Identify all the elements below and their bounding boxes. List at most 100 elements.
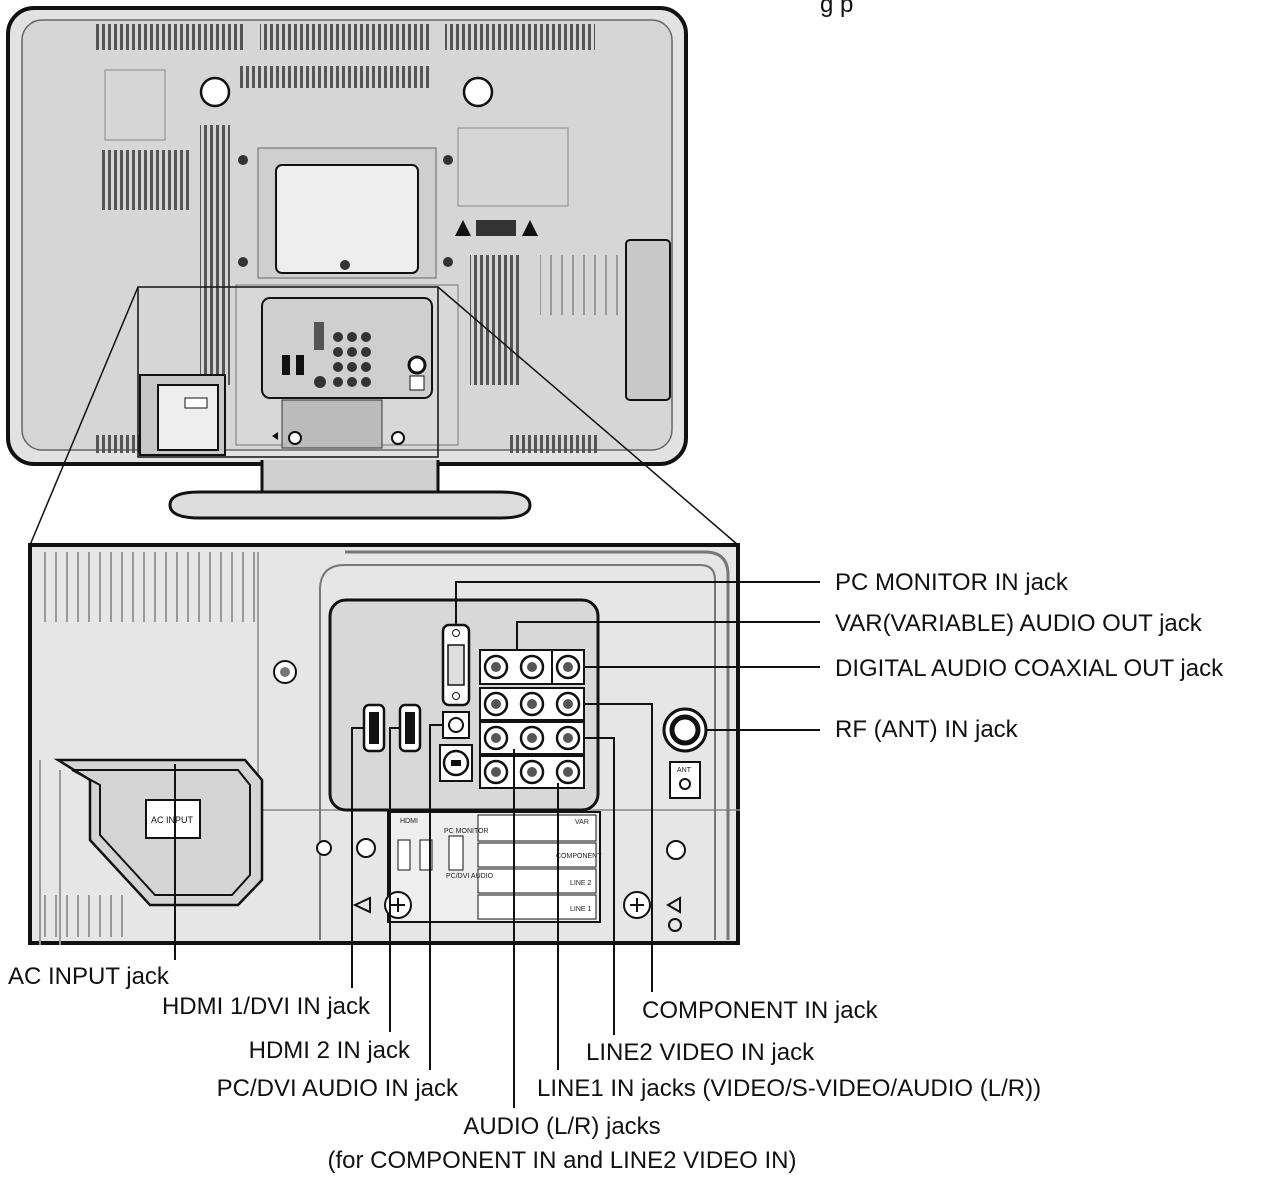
zoom-source-box — [137, 286, 439, 458]
recess-outline-inner — [319, 564, 716, 940]
header-partial-text: g p — [820, 0, 853, 18]
bottom-ring — [668, 918, 682, 932]
warning-text-block — [476, 220, 516, 236]
screw — [443, 155, 453, 165]
zoom-indicator — [29, 286, 739, 546]
hdmi-plate-label: HDMI — [400, 818, 418, 825]
screw — [443, 257, 453, 267]
top-vent-right — [445, 24, 595, 50]
small-ant-box — [409, 375, 425, 391]
label-line1-in: LINE1 IN jacks (VIDEO/S-VIDEO/AUDIO (L/R… — [537, 1075, 1041, 1102]
upper-vent-center — [240, 66, 430, 88]
ac-input-plate-label: AC INPUT — [151, 815, 194, 825]
label-row — [477, 868, 597, 894]
leader-pc-monitor-in — [455, 581, 820, 625]
top-vent-center — [260, 24, 430, 50]
leader-component-in — [584, 703, 653, 992]
stand-neck — [260, 460, 440, 494]
zoom-vent-top — [40, 552, 260, 622]
cover-screw — [340, 260, 350, 270]
screw-cross-icon — [630, 898, 644, 912]
zoomed-panel: ANT HDMI PC MONITOR PC/DVI AUDIO VAR COM… — [28, 543, 740, 945]
line2-plate-label: LINE 2 — [570, 880, 592, 887]
panel-screw — [666, 840, 686, 860]
plate-right — [457, 127, 569, 207]
side-vent-left-tall — [200, 125, 230, 385]
center-cover — [275, 164, 419, 274]
screw — [288, 431, 302, 445]
panel-screw-center — [280, 667, 290, 677]
label-row — [477, 814, 597, 842]
vga-screw — [452, 629, 460, 637]
screw — [238, 257, 248, 267]
pc-dvi-audio-jack — [448, 717, 464, 733]
panel-screw — [316, 840, 332, 856]
line1-plate-label: LINE 1 — [570, 906, 592, 913]
left-arrow-icon — [352, 896, 371, 914]
mount-hole-right — [462, 76, 494, 108]
leader-var-audio-out — [516, 621, 820, 650]
plate-left — [104, 69, 166, 141]
small-rf-jack — [407, 355, 427, 375]
warning-triangle-icon — [455, 220, 471, 236]
zoom-vent-bottom — [40, 895, 130, 937]
plate-hdmi-icon — [397, 839, 411, 871]
ac-area-lines — [39, 760, 61, 945]
small-rca-grid — [314, 332, 371, 388]
side-vent-right-light — [540, 255, 630, 315]
small-hdmi-port — [296, 355, 304, 375]
ac-input-plate — [145, 799, 201, 839]
tv-rear-view — [6, 6, 688, 520]
label-rf-ant-in: RF (ANT) IN jack — [835, 716, 1019, 743]
stand-base — [168, 490, 532, 520]
pc-monitor-plate-label: PC MONITOR — [444, 828, 489, 835]
screw-cross-icon — [391, 898, 405, 912]
vga-connector — [447, 644, 465, 686]
hdmi1-socket — [369, 712, 379, 744]
leader-line2-video-in — [584, 737, 615, 1035]
label-row — [477, 894, 597, 920]
label-audio-lr-note: (for COMPONENT IN and LINE2 VIDEO IN) — [328, 1147, 797, 1174]
zoom-line-left — [29, 286, 139, 546]
warning-triangle-icon — [522, 220, 538, 236]
right-arrow-icon — [666, 896, 681, 914]
label-component-in: COMPONENT IN jack — [642, 997, 879, 1024]
ant-box-jack — [679, 778, 691, 790]
screw — [238, 155, 248, 165]
bottom-vent-right — [510, 435, 600, 453]
label-row — [477, 842, 597, 868]
side-bracket — [625, 239, 671, 401]
rca-jack-centers — [491, 662, 573, 777]
small-ac-plug — [157, 384, 219, 451]
side-vent-right — [470, 255, 520, 385]
label-pc-dvi-audio-in: PC/DVI AUDIO IN jack — [217, 1075, 459, 1102]
pc-dvi-audio-plate-label: PC/DVI AUDIO — [446, 873, 494, 880]
label-audio-lr: AUDIO (L/R) jacks — [463, 1113, 660, 1140]
leader-hdmi2-in — [389, 727, 400, 1032]
screw — [391, 431, 405, 445]
label-var-audio-out: VAR(VARIABLE) AUDIO OUT jack — [835, 610, 1203, 637]
top-vent-left — [95, 24, 245, 50]
small-arrow-icon — [272, 432, 278, 440]
leader-pc-dvi-audio-in — [429, 724, 443, 1070]
label-digital-audio-coaxial-out: DIGITAL AUDIO COAXIAL OUT jack — [835, 655, 1224, 682]
ant-label: ANT — [677, 767, 692, 774]
label-ac-input: AC INPUT jack — [8, 963, 170, 990]
hdmi2-socket — [405, 712, 415, 744]
callout-labels: PC MONITOR IN jack VAR(VARIABLE) AUDIO O… — [8, 569, 1224, 1174]
recess-outline-outer — [345, 550, 730, 940]
label-pc-monitor-in: PC MONITOR IN jack — [835, 569, 1069, 596]
ac-input-housing-inner — [71, 769, 251, 896]
mount-hole-left — [199, 76, 231, 108]
vga-screw — [452, 692, 460, 700]
rf-ant-in-jack-core — [669, 714, 701, 746]
plate-vga-icon — [448, 835, 464, 871]
terminal-recess — [261, 297, 433, 399]
var-plate-label: VAR — [575, 819, 589, 826]
small-ac-label — [184, 397, 208, 409]
zoom-line-right — [437, 286, 739, 546]
label-hdmi2-in: HDMI 2 IN jack — [249, 1037, 411, 1064]
label-hdmi1-dvi-in: HDMI 1/DVI IN jack — [162, 993, 371, 1020]
